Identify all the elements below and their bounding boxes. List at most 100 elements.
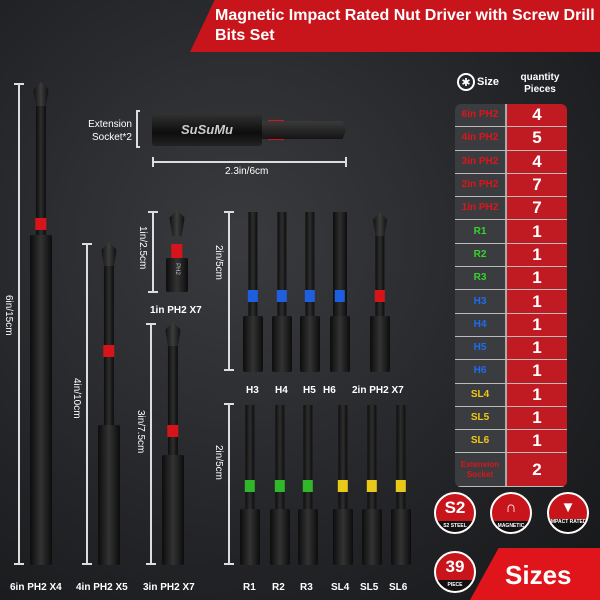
bit-2in-ph2 bbox=[370, 212, 390, 372]
socket-length-line bbox=[152, 157, 347, 167]
dim-2in-label-top: 2in/5cm bbox=[213, 245, 224, 281]
row-qty: 1 bbox=[507, 336, 567, 360]
bit-sl6 bbox=[391, 405, 411, 565]
socket-label: Extension Socket*2 bbox=[78, 118, 132, 144]
size-header: Size bbox=[477, 76, 500, 88]
row-size: SL6 bbox=[455, 430, 507, 453]
page-title: Magnetic Impact Rated Nut Driver with Sc… bbox=[215, 7, 595, 44]
dim-6in-label: 6in/15cm bbox=[3, 295, 14, 336]
badge-s2-small: S2 STEEL bbox=[436, 521, 474, 532]
badge-s2-big: S2 bbox=[444, 498, 466, 517]
qty-header-line1: quantity bbox=[520, 72, 560, 83]
row-qty: 4 bbox=[507, 150, 567, 173]
socket-length-label: 2.3in/6cm bbox=[225, 166, 269, 177]
dim-2in-line-top bbox=[224, 211, 234, 371]
label-sl6: SL6 bbox=[389, 582, 408, 593]
bit-h3 bbox=[243, 212, 263, 372]
label-r1: R1 bbox=[243, 582, 256, 593]
row-qty: 1 bbox=[507, 290, 567, 313]
badge-pieces-small: PIECE bbox=[436, 580, 474, 591]
qty-header: quantity Pieces bbox=[510, 72, 570, 96]
row-qty: 1 bbox=[507, 313, 567, 336]
socket-bracket bbox=[136, 110, 140, 148]
row-size: R3 bbox=[455, 267, 507, 290]
label-r3: R3 bbox=[300, 582, 313, 593]
row-size: 4in PH2 bbox=[455, 127, 507, 150]
label-2in-ph2: 2in PH2 X7 bbox=[352, 385, 404, 396]
row-qty: 1 bbox=[507, 406, 567, 430]
badge-magnetic: ∩ MAGNETIC bbox=[490, 492, 532, 534]
row-size: SL5 bbox=[455, 406, 507, 430]
row-size: R1 bbox=[455, 220, 507, 243]
row-qty: 2 bbox=[507, 453, 567, 487]
label-6in-ph2: 6in PH2 X4 bbox=[10, 582, 62, 593]
dim-2in-line-bottom bbox=[224, 403, 234, 565]
row-size: SL4 bbox=[455, 383, 507, 406]
row-qty: 1 bbox=[507, 430, 567, 453]
row-qty: 4 bbox=[507, 104, 567, 127]
bit-6in-ph2 bbox=[30, 82, 52, 565]
row-qty: 1 bbox=[507, 243, 567, 267]
row-size: H5 bbox=[455, 336, 507, 360]
row-qty: 1 bbox=[507, 267, 567, 290]
row-qty: 7 bbox=[507, 173, 567, 197]
bit-sl4 bbox=[333, 405, 353, 565]
title-banner bbox=[190, 0, 600, 52]
sizes-label: Sizes bbox=[505, 560, 572, 590]
bit-1in-ph2: PH2 bbox=[166, 210, 188, 292]
label-sl5: SL5 bbox=[360, 582, 379, 593]
bit-3in-ph2 bbox=[162, 322, 184, 565]
label-h4: H4 bbox=[275, 385, 288, 396]
bit-r1 bbox=[240, 405, 260, 565]
dim-2in-label-bottom: 2in/5cm bbox=[213, 445, 224, 481]
dim-4in-label: 4in/10cm bbox=[71, 378, 82, 419]
bit-r3 bbox=[298, 405, 318, 565]
dim-4in-line bbox=[82, 243, 92, 565]
brand-logo: SuSuMu bbox=[181, 122, 233, 137]
socket-hex-shank bbox=[262, 121, 346, 139]
socket-label-line1: Extension bbox=[88, 119, 132, 130]
anvil-icon: ▼ bbox=[560, 499, 576, 516]
badge-pieces-big: 39 bbox=[445, 557, 465, 576]
bit-r2 bbox=[270, 405, 290, 565]
label-4in-ph2: 4in PH2 X5 bbox=[76, 582, 128, 593]
row-qty: 1 bbox=[507, 383, 567, 406]
row-size: Extension Socket bbox=[455, 453, 507, 487]
row-size: R2 bbox=[455, 243, 507, 267]
bit-h5 bbox=[300, 212, 320, 372]
label-h5: H5 bbox=[303, 385, 316, 396]
dim-3in-label: 3in/7.5cm bbox=[135, 410, 146, 454]
row-size: 6in PH2 bbox=[455, 104, 507, 127]
bit-h6 bbox=[330, 212, 350, 372]
bit-sl5 bbox=[362, 405, 382, 565]
label-sl4: SL4 bbox=[331, 582, 350, 593]
qty-header-line2: Pieces bbox=[524, 84, 556, 95]
row-size: 1in PH2 bbox=[455, 197, 507, 220]
row-size: H6 bbox=[455, 360, 507, 383]
row-qty: 5 bbox=[507, 127, 567, 150]
torx-icon: ✱ bbox=[457, 73, 475, 91]
row-size: H4 bbox=[455, 313, 507, 336]
dim-6in-line bbox=[14, 83, 24, 565]
row-qty: 1 bbox=[507, 360, 567, 383]
magnet-icon: ∩ bbox=[505, 499, 517, 516]
row-size: H3 bbox=[455, 290, 507, 313]
bit-h4 bbox=[272, 212, 292, 372]
badge-impact-rated: ▼IMPACT RATED bbox=[547, 492, 589, 534]
extension-socket: SuSuMu bbox=[152, 113, 262, 146]
label-h6: H6 bbox=[323, 385, 336, 396]
label-r2: R2 bbox=[272, 582, 285, 593]
badge-magnetic-small: MAGNETIC bbox=[492, 521, 530, 532]
